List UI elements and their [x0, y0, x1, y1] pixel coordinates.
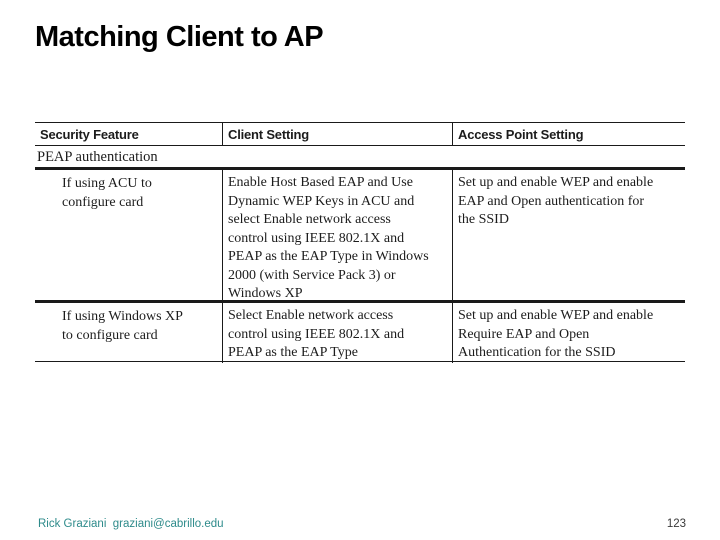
table-header-row: Security Feature Client Setting Access P…: [35, 122, 685, 146]
cell-security-feature: If using Windows XP to configure card: [62, 309, 183, 343]
cell-client-setting: Select Enable network access control usi…: [222, 303, 452, 363]
column-header-security-feature: Security Feature: [40, 127, 139, 142]
column-header-access-point-setting: Access Point Setting: [452, 123, 685, 145]
table-row: If using ACU to configure card Enable Ho…: [35, 170, 685, 304]
cell-security-feature: If using ACU to configure card: [62, 176, 152, 210]
column-header-client-setting: Client Setting: [222, 123, 452, 145]
footer-author-email: Rick Graziani graziani@cabrillo.edu: [38, 518, 224, 530]
security-settings-table: Security Feature Client Setting Access P…: [35, 122, 685, 363]
page-title: Matching Client to AP: [35, 21, 324, 53]
cell-client-setting: Enable Host Based EAP and Use Dynamic WE…: [222, 170, 452, 304]
cell-access-point-setting: Set up and enable WEP and enable Require…: [452, 303, 685, 363]
table-row: If using Windows XP to configure card Se…: [35, 303, 685, 363]
cell-access-point-setting: Set up and enable WEP and enable EAP and…: [452, 170, 685, 304]
page-number: 123: [666, 518, 686, 530]
table-section-row-peap: PEAP authentication: [35, 146, 685, 170]
